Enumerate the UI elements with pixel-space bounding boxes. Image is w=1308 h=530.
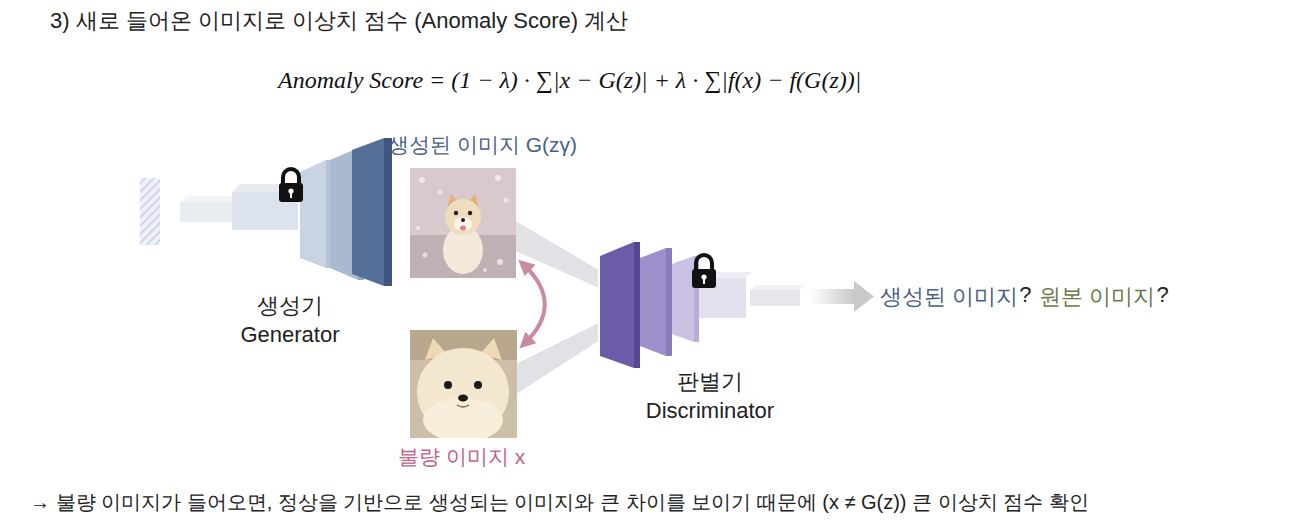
output-label: 생성된 이미지 (880, 282, 1018, 312)
output-arrow (810, 281, 874, 312)
discriminator-network (600, 242, 806, 368)
formula: Anomaly Score = (1 − λ) · ∑|x − G(z)| + … (278, 66, 861, 95)
node-label: 생성된 이미지 G(zγ) (388, 132, 577, 157)
generator-network (140, 138, 392, 286)
padlock-icon (692, 255, 716, 288)
defect-dog-photo (410, 330, 517, 438)
discriminator-block: 판별기 Discriminator (598, 240, 810, 368)
output-question: 생성된 이미지?원본 이미지? (880, 282, 1169, 312)
slide-title: 3) 새로 들어온 이미지로 이상치 점수 (Anomaly Score) 계산 (50, 8, 628, 34)
output-label: ? (1019, 282, 1031, 312)
data-flow-band (517, 323, 598, 393)
output-label: 원본 이미지 (1039, 282, 1155, 312)
generated-dog-photo (410, 168, 516, 278)
generated-image: 생성된 이미지 G(zγ) (410, 168, 516, 278)
node-label: 불량 이미지 x (398, 444, 525, 469)
padlock-icon (279, 169, 303, 202)
node-label: 판별기 Discriminator (630, 368, 790, 425)
generator-block: 생성기 Generator (138, 140, 396, 288)
defect-image: 불량 이미지 x (410, 330, 517, 438)
compare-arrow (523, 264, 545, 344)
data-flow-band (516, 221, 598, 287)
caption: → 불량 이미지가 들어오면, 정상을 기반으로 생성되는 이미지와 큰 차이를… (30, 490, 1089, 514)
output-label: ? (1157, 282, 1169, 312)
node-label: 생성기 Generator (225, 292, 355, 349)
